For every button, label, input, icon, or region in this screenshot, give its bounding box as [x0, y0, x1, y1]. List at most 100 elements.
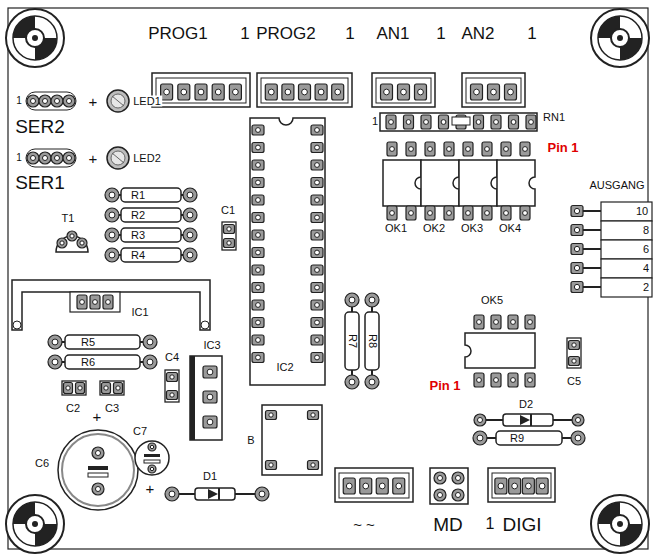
connector-name: ~ ~	[352, 517, 376, 532]
mounting-hole	[591, 9, 649, 67]
capacitor-symbol	[165, 370, 179, 402]
part-label: D1	[202, 471, 218, 482]
connector-name: SER1	[14, 173, 66, 192]
part-label: OK1	[384, 223, 408, 234]
part-label: IC2	[275, 362, 294, 373]
led-symbol	[107, 90, 129, 112]
part-label: OK5	[480, 295, 504, 306]
part-label: C5	[566, 376, 582, 387]
led-symbol	[107, 147, 129, 169]
electrolytic-capacitor	[135, 441, 169, 475]
connector-name: SER2	[14, 117, 66, 136]
part-label: C2	[65, 403, 81, 414]
part-label: IC1	[130, 307, 149, 318]
resistor-symbol	[345, 293, 359, 389]
jumper-header	[430, 468, 468, 504]
polarity-mark: +	[92, 409, 103, 424]
part-label: R9	[509, 433, 525, 444]
optocoupler-outline	[465, 315, 535, 387]
pin-number: 1	[15, 153, 23, 163]
pin-number: 8	[642, 225, 650, 236]
part-label: OK3	[460, 223, 484, 234]
mounting-hole	[6, 9, 64, 67]
pin-number: 2	[642, 282, 650, 293]
part-label: R1	[130, 190, 146, 201]
pin-number: 4	[642, 263, 650, 274]
mounting-hole	[591, 495, 649, 553]
board-outline	[8, 8, 648, 549]
resistor-symbol	[105, 248, 197, 262]
part-label: OK2	[422, 223, 446, 234]
resistor-symbol	[105, 208, 197, 222]
part-label: R5	[80, 337, 96, 348]
resistor-symbol	[48, 335, 157, 349]
serial-header	[26, 149, 76, 167]
connector-header	[257, 73, 352, 107]
part-label: T1	[61, 213, 76, 224]
pin-number: 10	[635, 206, 649, 217]
regulator-outline	[190, 356, 222, 440]
part-label: R8	[367, 333, 378, 349]
connector-header	[462, 73, 525, 107]
electrolytic-capacitor	[58, 430, 138, 510]
dip-ic-outline	[250, 118, 325, 385]
part-label: R2	[130, 210, 146, 221]
serial-header	[26, 92, 76, 110]
part-label: R7	[347, 333, 358, 349]
capacitor-symbol	[567, 338, 581, 368]
optocoupler-outline	[383, 142, 535, 220]
transistor-symbol	[56, 231, 88, 252]
connector-name: DIGI	[501, 515, 542, 534]
pin-number: 1	[15, 96, 23, 106]
part-label: C7	[132, 426, 148, 437]
pin-marker: Pin 1	[546, 141, 579, 154]
output-connector	[571, 202, 652, 297]
connector-header	[372, 73, 435, 107]
part-label: C4	[164, 352, 180, 363]
bridge-rectifier	[262, 405, 322, 475]
capacitor-symbol	[222, 222, 236, 250]
connector-header	[335, 468, 413, 502]
resistor-symbol	[105, 228, 197, 242]
connector-name: AUSGANG	[588, 180, 645, 191]
capacitor-symbol	[100, 381, 124, 395]
part-label: D2	[518, 399, 534, 410]
connector-name: PROG1	[147, 25, 209, 42]
pin-number: 1	[344, 25, 355, 42]
connector-name: MD	[432, 515, 464, 534]
pin-number: 6	[642, 244, 650, 255]
diode-symbol	[165, 487, 269, 501]
resistor-symbol	[48, 355, 157, 369]
connector-name: AN2	[460, 25, 495, 42]
connector-header	[152, 73, 250, 107]
regulator-outline	[12, 280, 210, 330]
resistor-symbol	[365, 293, 379, 389]
part-label: RN1	[542, 112, 566, 123]
capacitor-symbol	[62, 381, 86, 395]
part-label: C1	[220, 205, 236, 216]
pin-number: 1	[371, 116, 379, 127]
connector-name: AN1	[375, 25, 410, 42]
resistor-symbol	[105, 188, 197, 202]
pin-number: 1	[526, 25, 537, 42]
part-label: LED2	[132, 153, 162, 164]
part-label: C3	[104, 403, 120, 414]
connector-header	[488, 468, 555, 502]
pin-marker: Pin 1	[428, 379, 461, 392]
polarity-mark: +	[88, 94, 99, 109]
part-label: R3	[130, 230, 146, 241]
pin-number: 1	[485, 516, 496, 532]
part-label: LED1	[132, 96, 162, 107]
pin-number: 1	[239, 25, 250, 42]
resistor-network	[380, 113, 537, 131]
mounting-hole	[6, 495, 64, 553]
diode-symbol	[474, 414, 584, 426]
part-label: R6	[80, 357, 96, 368]
part-label: IC3	[202, 340, 221, 351]
resistor-symbol	[473, 431, 585, 445]
connector-name: PROG2	[255, 25, 317, 42]
part-label: R4	[130, 250, 146, 261]
